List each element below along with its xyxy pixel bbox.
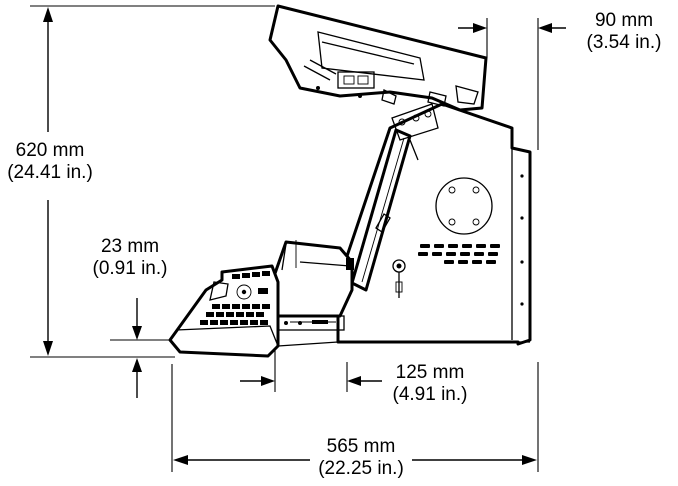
- width-arrow-left: [173, 455, 188, 465]
- support-arm-edge: [361, 137, 405, 283]
- overhang-arrow-right: [538, 23, 552, 33]
- width-arrow-right: [522, 455, 537, 465]
- display-bezel-line: [321, 41, 415, 65]
- display-mechanism: [303, 59, 479, 107]
- key-lock: [392, 259, 406, 298]
- base-plate-front: [277, 341, 339, 347]
- keyboard-keys: [200, 271, 270, 325]
- width-metric: 565 mm: [326, 436, 396, 457]
- offset-arrow-right: [347, 376, 361, 386]
- support-arm-slot: [375, 213, 391, 233]
- top-overhang-label: 90 mm (3.54 in.): [574, 10, 674, 54]
- slide-rail: [277, 315, 345, 331]
- clearance-arrow-upper: [132, 326, 142, 340]
- clearance-arrow-lower: [132, 358, 142, 372]
- dimension-lines: [30, 5, 566, 472]
- overhang-arrow-left: [473, 23, 487, 33]
- support-arm: [350, 128, 412, 292]
- clearance-label: 23 mm (0.91 in.): [80, 236, 180, 280]
- clearance-imperial: (0.91 in.): [92, 258, 168, 279]
- display-bezel: [317, 31, 425, 81]
- fan-vent: [435, 177, 493, 235]
- cabinet-body: [336, 102, 532, 346]
- height-label: 620 mm (24.41 in.): [6, 140, 94, 184]
- rear-offset-label: 125 mm (4.91 in.): [380, 362, 480, 406]
- rear-offset-metric: 125 mm: [395, 362, 465, 383]
- top-overhang-metric: 90 mm: [594, 10, 654, 31]
- rear-offset-imperial: (4.91 in.): [392, 384, 468, 405]
- keyboard-base-edge: [175, 325, 279, 347]
- width-label: 565 mm (22.25 in.): [306, 436, 416, 480]
- display-housing: [268, 4, 488, 112]
- height-arrow-top: [43, 7, 53, 22]
- clearance-metric: 23 mm: [100, 236, 160, 257]
- height-arrow-bottom: [43, 341, 53, 356]
- top-overhang-imperial: (3.54 in.): [586, 32, 662, 53]
- drawer-latch: [346, 258, 354, 270]
- keyboard-unit: [168, 264, 280, 358]
- terminal-illustration: [168, 4, 532, 358]
- rear-panel-screws: [520, 174, 524, 306]
- height-imperial: (24.41 in.): [7, 162, 93, 183]
- drawer-rail-top: [299, 261, 351, 267]
- offset-arrow-left: [261, 376, 275, 386]
- drawer-front-edge: [281, 243, 287, 271]
- width-imperial: (22.25 in.): [318, 458, 404, 479]
- height-metric: 620 mm: [15, 140, 85, 161]
- ventilation-slots: [418, 244, 500, 264]
- arm-hinge: [391, 103, 439, 161]
